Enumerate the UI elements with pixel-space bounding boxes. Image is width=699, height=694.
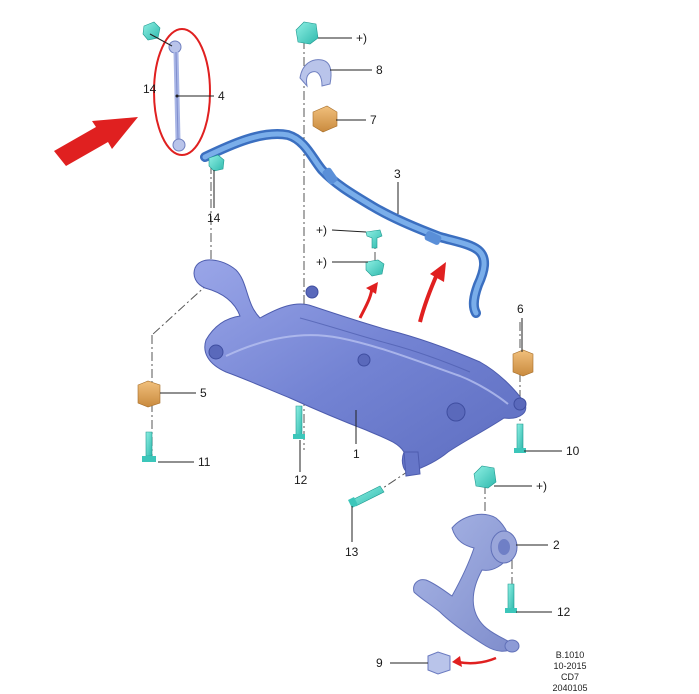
- callout-9: 9: [376, 656, 383, 670]
- callout-3: 3: [394, 167, 401, 181]
- callout-11: 11: [198, 455, 211, 469]
- callout-2: 2: [553, 538, 560, 552]
- callout-4: 4: [218, 89, 225, 103]
- callout-labels: 14 4 14 +) 8 7 3 +) +) 6 5 1 11 10 12 +)…: [143, 31, 580, 670]
- highlight-ellipse: [153, 28, 211, 156]
- assembly-arrows: [358, 262, 497, 667]
- callout-plus-mid1: +): [316, 223, 327, 237]
- drawing-reference: B.1010 10-2015 CD7 2040105: [540, 650, 600, 694]
- callout-6: 6: [517, 302, 524, 316]
- reference-line: CD7: [560, 672, 579, 682]
- arm-bushing-clamp: [427, 651, 451, 675]
- callout-14-top: 14: [143, 82, 157, 96]
- callout-10: 10: [566, 444, 580, 458]
- front-subframe: [193, 259, 527, 477]
- callout-5: 5: [200, 386, 207, 400]
- lower-control-arm: [413, 513, 520, 653]
- callout-12-right: 12: [557, 605, 571, 619]
- reference-line: 2040105: [552, 683, 588, 693]
- callout-14: 14: [207, 211, 221, 225]
- callout-plus-right: +): [536, 479, 547, 493]
- rubber-bushings: [137, 105, 534, 408]
- callout-7: 7: [370, 113, 377, 127]
- reference-line: 10-2015: [553, 661, 587, 671]
- callout-13: 13: [345, 545, 359, 559]
- leader-lines: [149, 33, 562, 664]
- reference-line: B.1010: [555, 650, 585, 660]
- fastener-nuts: [142, 21, 497, 489]
- callout-1: 1: [353, 447, 360, 461]
- callout-12-left: 12: [294, 473, 308, 487]
- stabilizer-bracket: [299, 59, 332, 88]
- fastener-bolts: [142, 229, 526, 613]
- callout-8: 8: [376, 63, 383, 77]
- callout-plus-mid2: +): [316, 255, 327, 269]
- highlight-arrow-icon: [54, 117, 138, 166]
- stabilizer-bar: [200, 129, 489, 318]
- callout-plus-top: +): [356, 31, 367, 45]
